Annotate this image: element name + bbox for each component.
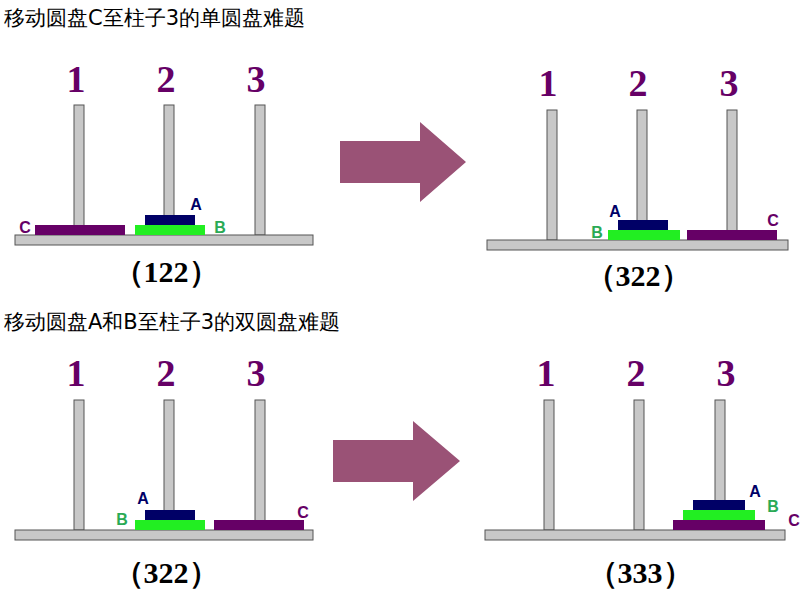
peg (255, 105, 265, 235)
disc-label: A (749, 484, 761, 500)
disc-c (673, 520, 765, 530)
peg-number: 2 (157, 354, 176, 392)
peg-number: 3 (247, 60, 266, 98)
peg-number: 2 (627, 354, 646, 392)
disc-c (35, 225, 125, 235)
disc-label: B (591, 225, 603, 241)
heading: 移动圆盘A和B至柱子3的双圆盘难题 (4, 312, 340, 333)
disc-a (618, 220, 668, 230)
transition-arrow (340, 122, 466, 202)
disc-label: B (116, 512, 128, 528)
peg-number: 3 (247, 354, 266, 392)
base (15, 530, 313, 540)
disc-b (683, 510, 755, 520)
heading: 移动圆盘C至柱子3的单圆盘难题 (4, 8, 305, 29)
state-code: （122） (114, 257, 219, 287)
state-code: （333） (588, 558, 693, 588)
disc-label: A (137, 491, 149, 507)
base (487, 240, 788, 250)
peg-number: 1 (67, 354, 86, 392)
transition-arrow (333, 421, 460, 501)
tower-panel (485, 400, 785, 540)
disc-c (214, 520, 304, 530)
disc-label: B (214, 220, 226, 236)
disc-a (693, 500, 745, 510)
peg-number: 1 (67, 60, 86, 98)
peg (544, 400, 554, 530)
peg (74, 105, 84, 235)
base (485, 530, 785, 540)
tower-panel (487, 110, 788, 250)
disc-b (135, 520, 205, 530)
disc-b (608, 230, 680, 240)
tower-panel (15, 105, 313, 245)
peg-number: 1 (537, 354, 556, 392)
disc-label: B (767, 499, 779, 515)
disc-b (135, 225, 205, 235)
peg-number: 2 (157, 60, 176, 98)
state-code: （322） (586, 261, 691, 291)
peg (727, 110, 737, 240)
disc-label: A (609, 204, 621, 220)
peg-number: 3 (720, 64, 739, 102)
peg-number: 3 (717, 354, 736, 392)
disc-label: C (297, 505, 309, 521)
peg (547, 110, 557, 240)
peg-number: 2 (629, 64, 648, 102)
peg (255, 400, 265, 530)
state-code: （322） (114, 558, 219, 588)
disc-label: C (788, 513, 800, 529)
tower-panel (15, 400, 313, 540)
base (15, 235, 313, 245)
disc-c (687, 230, 777, 240)
peg (634, 400, 644, 530)
peg (74, 400, 84, 530)
peg-number: 1 (539, 64, 558, 102)
disc-label: A (190, 197, 202, 213)
disc-label: C (767, 213, 779, 229)
disc-a (145, 215, 195, 225)
disc-a (145, 510, 195, 520)
disc-label: C (19, 220, 31, 236)
